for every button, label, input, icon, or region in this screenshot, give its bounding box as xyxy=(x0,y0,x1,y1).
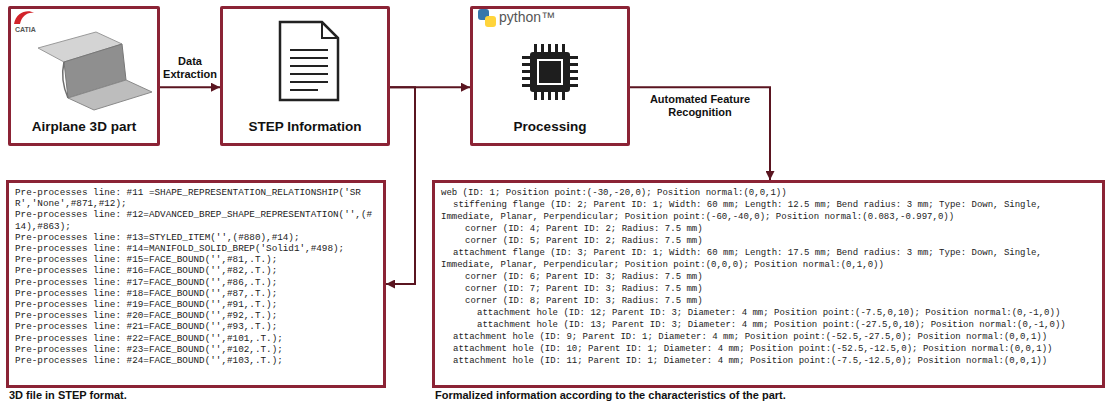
box-label: STEP Information xyxy=(227,119,383,135)
code-line: web (ID: 1; Position point:(-30,-20,0); … xyxy=(441,187,1096,199)
panel-caption: 3D file in STEP format. xyxy=(9,389,127,401)
code-line: Pre-processes line: #13=STYLED_ITEM('',(… xyxy=(15,232,377,243)
document-lines xyxy=(290,50,328,90)
text-panel: web (ID: 1; Position point:(-30,-20,0); … xyxy=(432,180,1105,388)
process-box: STEP Information xyxy=(220,6,390,146)
part-bend xyxy=(63,62,68,98)
code-line: attachment hole (ID: 11; Parent ID: 1; D… xyxy=(441,355,1096,367)
logo-text: CATIA xyxy=(15,26,36,33)
code-line: Pre-processes line: #20=FACE_BOUND('',#9… xyxy=(15,310,377,321)
code-line: Pre-processes line: #12=ADVANCED_BREP_SH… xyxy=(15,209,377,231)
edge-label: Data Extraction xyxy=(161,55,219,81)
code-line: corner (ID: 6; Parent ID: 3; Radius: 7.5… xyxy=(441,271,1096,283)
document-page xyxy=(280,22,338,100)
chip-pins xyxy=(522,44,578,100)
code-line: Pre-processes line: #21=FACE_BOUND('',#9… xyxy=(15,321,377,332)
code-line: Pre-processes line: #14=MANIFOLD_SOLID_B… xyxy=(15,243,377,254)
flow-arrow xyxy=(630,87,770,180)
chip-core xyxy=(538,60,562,84)
box-label: Airplane 3D part xyxy=(15,119,153,135)
logo-text: python™ xyxy=(499,10,555,24)
code-line: stiffening flange (ID: 2; Parent ID: 1; … xyxy=(441,199,1096,223)
code-line: Pre-processes line: #24=FACE_BOUND('',#1… xyxy=(15,355,377,366)
code-line: attachment hole (ID: 10; Parent ID: 1; D… xyxy=(441,343,1096,355)
code-line: Pre-processes line: #17=FACE_BOUND('',#8… xyxy=(15,277,377,288)
code-line: Pre-processes line: #23=FACE_BOUND('',#1… xyxy=(15,344,377,355)
panel-caption: Formalized information according to the … xyxy=(435,389,786,401)
code-line: corner (ID: 5; Parent ID: 2; Radius: 7.5… xyxy=(441,235,1096,247)
document-fold xyxy=(322,22,338,38)
flow-arrow xyxy=(160,86,220,88)
box-label: Processing xyxy=(477,119,623,135)
code-line: Pre-processes line: #18=FACE_BOUND('',#8… xyxy=(15,288,377,299)
code-line: corner (ID: 8; Parent ID: 3; Radius: 7.5… xyxy=(441,295,1096,307)
chip-body xyxy=(530,52,570,92)
process-box: Processing xyxy=(470,6,630,146)
part-bottom-flange xyxy=(68,80,152,110)
part-illustration xyxy=(38,32,152,110)
code-line: corner (ID: 4; Parent ID: 2; Radius: 7.5… xyxy=(441,223,1096,235)
document-icon xyxy=(280,22,338,100)
code-line: Pre-processes line: #22=FACE_BOUND('',#1… xyxy=(15,333,377,344)
code-line: attachment hole (ID: 13; Parent ID: 3; D… xyxy=(441,319,1096,331)
catia-logo xyxy=(14,11,34,24)
code-line: corner (ID: 7; Parent ID: 3; Radius: 7.5… xyxy=(441,283,1096,295)
chip-icon xyxy=(522,44,578,100)
flow-arrow xyxy=(386,87,415,284)
text-panel: Pre-processes line: #11 =SHAPE_REPRESENT… xyxy=(6,180,386,388)
code-line: attachment hole (ID: 9; Parent ID: 1; Di… xyxy=(441,331,1096,343)
edge-label: Automated Feature Recognition xyxy=(636,93,764,119)
code-line: attachment flange (ID: 3; Parent ID: 1; … xyxy=(441,247,1096,271)
code-line: Pre-processes line: #11 =SHAPE_REPRESENT… xyxy=(15,187,377,209)
code-line: Pre-processes line: #16=FACE_BOUND('',#8… xyxy=(15,265,377,276)
python-logo-yellow xyxy=(485,16,496,27)
code-line: attachment hole (ID: 12; Parent ID: 3; D… xyxy=(441,307,1096,319)
code-line: Pre-processes line: #19=FACE_BOUND('',#9… xyxy=(15,299,377,310)
code-line: Pre-processes line: #15=FACE_BOUND('',#8… xyxy=(15,254,377,265)
